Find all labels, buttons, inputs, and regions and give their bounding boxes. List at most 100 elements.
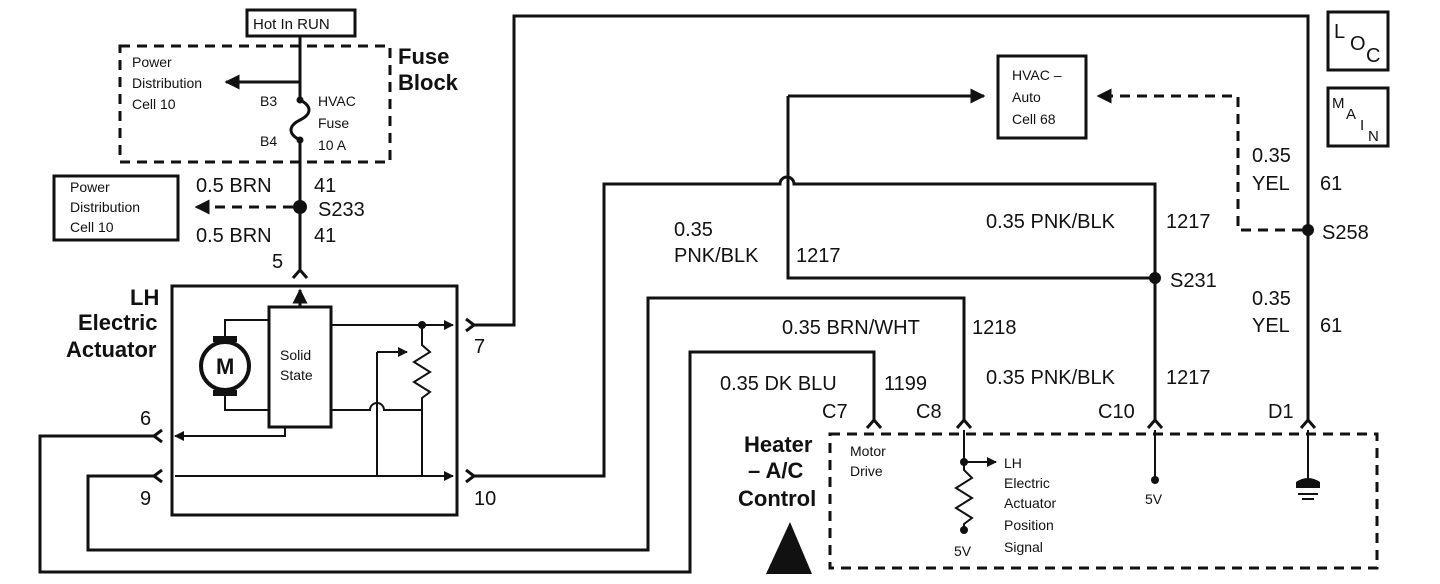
power-dist-left-line2: Distribution [70, 199, 140, 215]
actuator-label-1: LH [130, 285, 159, 310]
pin-c8-connector [955, 417, 973, 429]
power-dist-left-line3: Cell 10 [70, 219, 114, 235]
wire-yel-bottom-color: YEL [1252, 315, 1290, 337]
hvac-auto-line1: HVAC – [1012, 67, 1062, 83]
splice-s258-label: S258 [1322, 222, 1369, 244]
wire-pnk-blk-1217-loop [474, 96, 1157, 478]
splice-s233-label: S233 [318, 199, 365, 221]
fuse-line3: 10 A [318, 137, 347, 153]
pot-bottom-line [331, 402, 422, 411]
pin-6-label: 6 [140, 408, 151, 430]
wire-pnk-left-circuit: 1217 [796, 245, 841, 267]
wire-brn-top-circuit: 41 [314, 175, 336, 197]
ground-lines [1298, 493, 1318, 500]
power-dist-left-box [52, 174, 180, 242]
pin-7-label: 7 [474, 336, 485, 358]
motor-drive-line1: Motor [850, 443, 886, 459]
wire-yel-bottom-circuit: 61 [1320, 315, 1342, 337]
solid-state-line1: Solid [280, 347, 311, 363]
control-label-1: Heater [744, 432, 813, 457]
pin-c7-label: C7 [822, 401, 848, 423]
pin-10-label: 10 [474, 488, 496, 510]
ref-5v-right-label: 5V [1145, 491, 1163, 507]
fuse-block-label-2: Block [398, 70, 459, 95]
fuse-b4-label: B4 [260, 133, 277, 149]
main-icon[interactable] [1326, 86, 1390, 148]
fuse-line1: HVAC [318, 93, 356, 109]
position-signal-line2: Electric [1004, 475, 1050, 491]
position-signal-junction [960, 458, 968, 466]
wire-brn-wht-1218 [38, 350, 876, 574]
fuse-block-label-1: Fuse [398, 44, 449, 69]
pin-9-label: 9 [140, 488, 151, 510]
hot-in-run-label: Hot In RUN [253, 16, 330, 33]
wire-yel-top-circuit: 61 [1320, 173, 1342, 195]
wire-pnk-left-color: PNK/BLK [674, 245, 759, 267]
pin-c7-connector [865, 417, 883, 429]
ref-5v-right-dot [1151, 476, 1159, 484]
wire-yel-top-size: 0.35 [1252, 145, 1291, 167]
fuse-element [289, 98, 311, 142]
hvac-auto-line3: Cell 68 [1012, 111, 1056, 127]
solid-state-box [267, 305, 333, 429]
main-icon-m: M [1332, 95, 1345, 112]
motor-label: M [216, 354, 234, 379]
motor-lead-top [224, 319, 269, 336]
position-signal-line3: Actuator [1004, 495, 1056, 511]
motor-drive-line2: Drive [850, 463, 883, 479]
wire-dk-blu-label: 0.35 DK BLU [720, 373, 837, 395]
loc-icon[interactable] [1326, 10, 1390, 72]
splice-s231-label: S231 [1170, 270, 1217, 292]
splice-s233-dot [293, 200, 307, 214]
pin-5-connector [291, 267, 309, 279]
loc-icon-o: O [1350, 33, 1366, 55]
wire-pnk-bottom-label: 0.35 PNK/BLK [986, 367, 1116, 389]
wire-brn-bottom-color: 0.5 BRN [196, 225, 272, 247]
wire-dk-blu-1199 [86, 296, 966, 552]
ref-5v-left-dot [960, 526, 968, 534]
pin-d1-connector [1299, 417, 1317, 429]
pin-9-connector [151, 468, 163, 484]
loc-icon-c: C [1366, 45, 1380, 67]
actuator-label-3: Actuator [66, 337, 157, 362]
position-signal-circuit [954, 430, 974, 528]
potentiometer [412, 325, 432, 410]
main-icon-i: I [1360, 117, 1364, 134]
wire-pnk-top-label: 0.35 PNK/BLK [986, 211, 1116, 233]
solid-state-line2: State [280, 367, 313, 383]
position-signal-line4: Position [1004, 517, 1054, 533]
position-signal-line5: Signal [1004, 539, 1043, 555]
wire-brn-wht-circuit: 1218 [972, 317, 1017, 339]
wire-pnk-bottom-circuit: 1217 [1166, 367, 1211, 389]
control-module-outline [828, 432, 1379, 570]
ref-5v-left-label: 5V [954, 543, 972, 559]
wire-pnk-left-size: 0.35 [674, 219, 713, 241]
control-label-2: – A/C [748, 458, 804, 483]
motor-brush-top [213, 336, 237, 342]
motor-lead-bottom [224, 396, 269, 411]
pin-c8-label: C8 [916, 401, 942, 423]
fuse-line2: Fuse [318, 115, 349, 131]
fuse-b3-label: B3 [260, 93, 277, 109]
pin-5-label: 5 [272, 251, 283, 273]
power-dist-top-line1: Power [132, 54, 172, 70]
wire-yel-bottom-size: 0.35 [1252, 288, 1291, 310]
hvac-auto-line2: Auto [1012, 89, 1041, 105]
power-dist-left-line1: Power [70, 179, 110, 195]
position-signal-line1: LH [1004, 455, 1022, 471]
power-dist-top-line3: Cell 10 [132, 96, 176, 112]
pin-10-connector [465, 468, 477, 484]
control-label-3: Control [738, 486, 816, 511]
pin-c10-connector [1146, 417, 1164, 429]
wire-pnk-top-circuit: 1217 [1166, 211, 1211, 233]
power-dist-top-line2: Distribution [132, 75, 202, 91]
wire-yel-top-color: YEL [1252, 173, 1290, 195]
esd-warning-icon [766, 522, 812, 574]
wire-yel-61-top [474, 14, 1310, 327]
pin-7-connector [465, 317, 477, 333]
main-icon-n: N [1368, 128, 1379, 145]
loc-icon-l: L [1334, 21, 1345, 43]
wire-brn-wht-label: 0.35 BRN/WHT [782, 317, 920, 339]
splice-s258-dot [1302, 224, 1314, 236]
